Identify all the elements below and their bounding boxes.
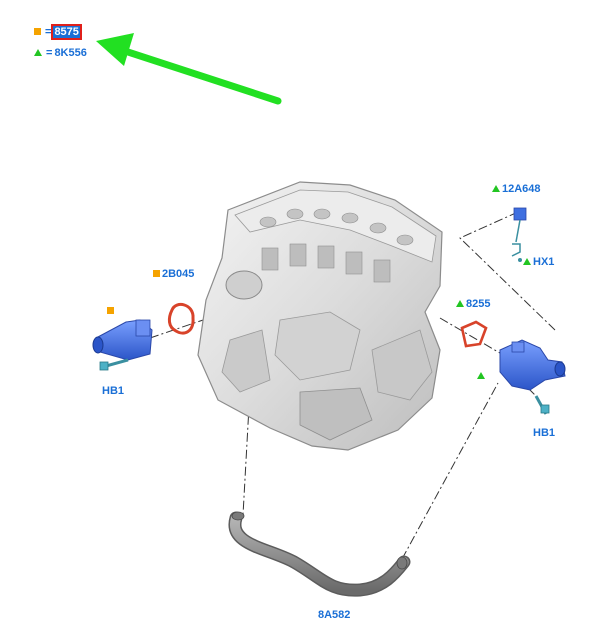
- green-triangle-marker-icon: [492, 185, 500, 192]
- callout-label[interactable]: HB1: [533, 427, 556, 439]
- orange-square-marker-icon: [153, 270, 160, 277]
- green-triangle-marker-icon: [523, 258, 531, 265]
- coolant-hose-part: [228, 511, 411, 597]
- outlet-housing-part: [499, 339, 566, 391]
- callout-gasket-right: 8255: [456, 298, 490, 310]
- orange-square-marker-icon: [107, 307, 114, 314]
- green-triangle-marker-icon: [34, 49, 42, 56]
- callout-label[interactable]: 2B045: [162, 268, 195, 280]
- green-pointer-arrow: [96, 33, 282, 105]
- gasket-8255: [460, 320, 488, 348]
- callout-hose: 8A582: [318, 609, 350, 621]
- green-triangle-marker-icon: [456, 300, 464, 307]
- callout-sensor-top: 12A648: [492, 183, 541, 195]
- orange-square-marker-icon: [34, 28, 41, 35]
- callout-bolt-left: HB1: [102, 385, 124, 397]
- callout-label[interactable]: 8A582: [318, 609, 351, 621]
- callout-label[interactable]: HB1: [102, 385, 125, 397]
- gasket-2b045: [167, 302, 195, 335]
- bolt-right-part: [534, 395, 550, 415]
- callout-label[interactable]: 8255: [466, 298, 491, 310]
- callout-gasket-left: 2B045: [153, 268, 194, 280]
- callout-bolt-right: HB1: [533, 427, 555, 439]
- legend-code[interactable]: 8K556: [54, 47, 87, 59]
- legend-code-highlighted[interactable]: 8575: [51, 24, 82, 40]
- engine-block: [197, 181, 443, 451]
- legend-row-orange: =8575: [34, 24, 82, 40]
- temperature-sensor-part: [511, 207, 527, 262]
- callout-orange-marker: [107, 305, 116, 317]
- callout-green-marker: [477, 370, 487, 382]
- leader-block-to-housing: [439, 317, 506, 357]
- thermostat-housing-part: [92, 319, 153, 361]
- callout-label[interactable]: 12A648: [502, 183, 541, 195]
- bolt-left-part: [99, 358, 129, 371]
- green-triangle-marker-icon: [477, 372, 485, 379]
- callout-label[interactable]: HX1: [533, 256, 555, 268]
- leader-sensor-to-housing: [459, 211, 556, 331]
- callout-connector: HX1: [523, 256, 554, 268]
- legend-row-green: =8K556: [34, 47, 87, 59]
